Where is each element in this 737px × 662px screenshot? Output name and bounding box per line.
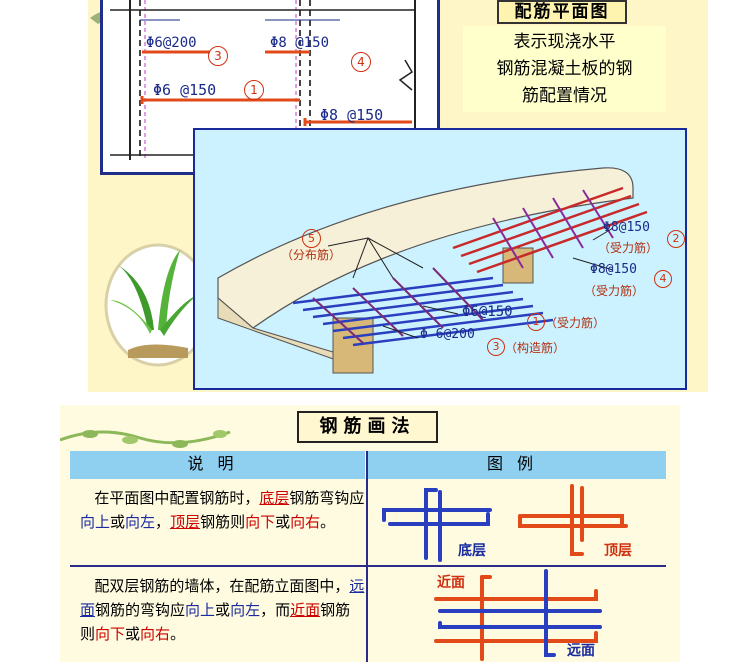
persp-label3-spec: Φ 6@200 — [420, 327, 475, 342]
row1-bottom-layer: 底层 — [259, 489, 290, 507]
persp-label2-text: （受力筋） — [598, 241, 659, 255]
row2-down: 向下 — [95, 625, 126, 643]
col-header-description: 说明 — [70, 451, 365, 479]
row2-far-face: 远面 — [80, 577, 365, 619]
plant-decoration — [90, 9, 198, 367]
plan-description-line-3: 筋配置情况 — [522, 86, 607, 106]
row2-or-2: 或 — [125, 625, 141, 643]
row1-or-2: 或 — [275, 513, 291, 531]
plan-bar4-label: Φ8 @150 — [270, 35, 330, 51]
fig-label-top-layer: 顶层 — [604, 543, 632, 559]
row1-description: 在平面图中配置钢筋时，底层钢筋弯钩应向上或向左，顶层钢筋则向下或向右。 — [80, 486, 365, 534]
row2-text-3: 钢筋的弯钩应 — [95, 601, 186, 619]
persp-label1-text: （受力筋） — [545, 316, 606, 330]
plan-bar3-number: 3 — [208, 46, 228, 66]
persp-label3-number: 3 — [487, 338, 505, 356]
persp-label5-number: 5 — [302, 229, 321, 248]
plan-bar1-number: 1 — [244, 80, 264, 100]
row2-right: 向右 — [140, 625, 171, 643]
row1-or-1: 或 — [110, 513, 126, 531]
persp-label1-spec: Φ6@150 — [462, 304, 513, 320]
persp-label4-spec: Φ8@150 — [590, 262, 637, 277]
persp-label4-text: （受力筋） — [584, 284, 645, 298]
row1-left: 向左 — [125, 513, 156, 531]
rebar-drawing-method-panel — [60, 405, 680, 662]
fig-label-near-face: 近面 — [437, 575, 465, 591]
row-divider — [70, 565, 666, 567]
row1-top-layer: 顶层 — [170, 513, 201, 531]
row1-right: 向右 — [290, 513, 321, 531]
fig-label-bottom-layer: 底层 — [458, 543, 486, 559]
row1-text-3: 钢筋弯钩应 — [289, 489, 365, 507]
row2-near-face: 近面 — [290, 601, 321, 619]
column-divider — [366, 451, 368, 662]
plan-description-line-2: 钢筋混凝土板的钢 — [496, 59, 633, 79]
row2-left: 向左 — [230, 601, 261, 619]
row2-description: 配双层钢筋的墙体，在配筋立面图中，远面钢筋的弯钩应向上或向左，而近面钢筋则向下或… — [80, 574, 365, 646]
persp-label5-text: （分布筋） — [281, 248, 342, 262]
plan-bar3-label: Φ6@200 — [146, 35, 197, 51]
row2-period: 。 — [170, 625, 186, 643]
persp-label2-number: 2 — [667, 230, 685, 248]
row2-hook-figure — [434, 569, 602, 661]
row2-text-7: ，而 — [260, 601, 291, 619]
col-header-figure: 图例 — [368, 451, 666, 479]
row1-hook-figure — [382, 484, 628, 562]
persp-label4-number: 4 — [654, 270, 672, 288]
plan-description-line-1: 表示现浇水平 — [513, 32, 616, 52]
row1-up: 向上 — [80, 513, 111, 531]
row1-text-9: 钢筋则 — [200, 513, 246, 531]
plan-bar4-number: 4 — [351, 52, 371, 72]
row1-comma: ， — [155, 513, 171, 531]
row1-period: 。 — [320, 513, 336, 531]
slab-perspective-svg — [217, 167, 648, 374]
plan-bar2-label: Φ8 @150 — [320, 106, 384, 124]
plan-description: 表示现浇水平 钢筋混凝土板的钢 筋配置情况 — [463, 26, 666, 112]
row2-text-1: 配双层钢筋的墙体，在配筋立面图中， — [94, 577, 350, 595]
row2-up: 向上 — [185, 601, 216, 619]
fig-label-far-face: 远面 — [567, 643, 595, 659]
row1-down: 向下 — [245, 513, 276, 531]
plan-bar1-label: Φ6 @150 — [153, 81, 217, 99]
persp-label2-spec: Φ8@150 — [603, 220, 650, 235]
table-title: 钢筋画法 — [297, 411, 438, 443]
row2-text-9: 钢筋则 — [80, 601, 351, 643]
vine-decoration — [60, 430, 231, 448]
persp-label1-number: 1 — [527, 313, 545, 331]
row2-or-1: 或 — [215, 601, 231, 619]
persp-label3-text: （构造筋） — [505, 341, 566, 355]
plan-title: 配筋平面图 — [497, 0, 627, 24]
row1-text-1: 在平面图中配置钢筋时， — [94, 489, 260, 507]
